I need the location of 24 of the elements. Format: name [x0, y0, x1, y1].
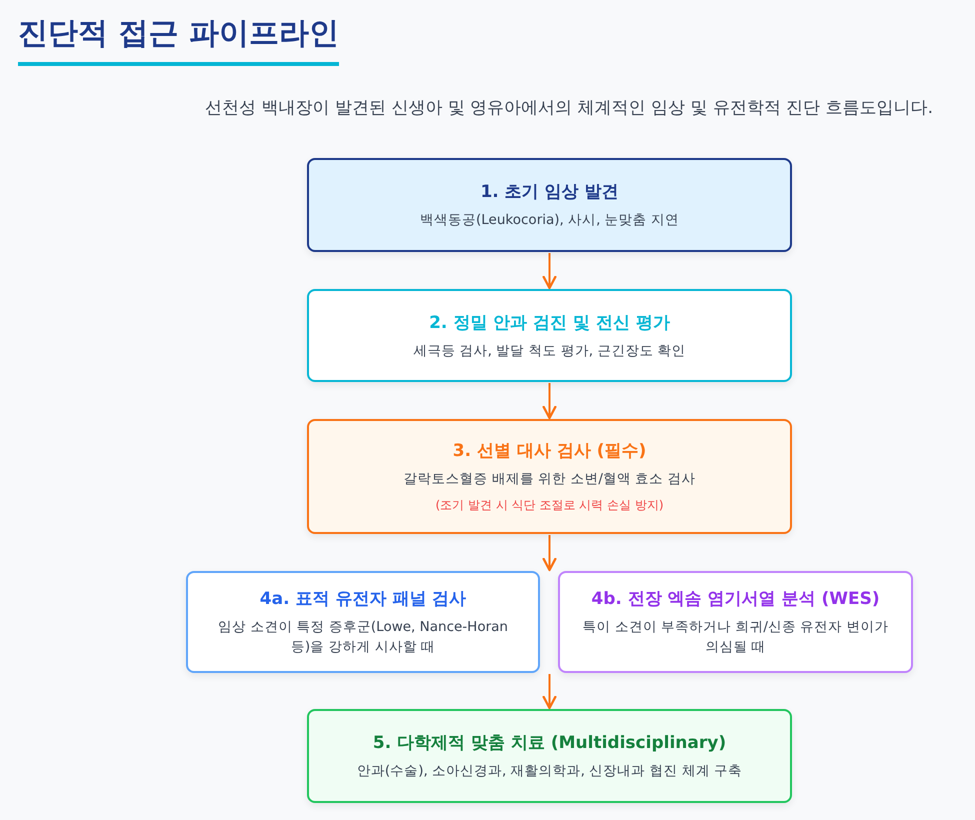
step-title: 2. 정밀 안과 검진 및 전신 평가	[429, 312, 670, 334]
step-description: 특이 소견이 부족하거나 희귀/신종 유전자 변이가 의심될 때	[581, 618, 890, 657]
step-title: 4b. 전장 엑솜 염기서열 분석 (WES)	[591, 588, 880, 611]
arrow	[542, 253, 556, 290]
step-description: 갈락토스혈증 배제를 위한 소변/혈액 효소 검사	[403, 470, 696, 488]
process-box	[186, 571, 540, 673]
step-note: (조기 발견 시 식단 조절로 시력 손실 방지)	[435, 496, 664, 514]
step-title: 3. 선별 대사 검사 (필수)	[452, 440, 646, 462]
arrow	[542, 535, 556, 572]
process-box	[307, 158, 792, 252]
subtitle: 선천성 백내장이 발견된 신생아 및 영유아에서의 체계적인 임상 및 유전학적 진단 흐름도입니다.	[205, 97, 933, 120]
step-description: 세극등 검사, 발달 척도 평가, 근긴장도 확인	[413, 342, 686, 360]
step-description: 안과(수술), 소아신경과, 재활의학과, 신장내과 협진 체계 구축	[356, 762, 742, 781]
process-box	[307, 419, 792, 534]
step-description: 임상 소견이 특정 증후군(Lowe, Nance-Horan 등)을 강하게 시사할 때	[217, 618, 509, 657]
process-box	[558, 571, 913, 673]
page-title: 진단적 접근 파이프라인	[18, 12, 339, 66]
step-title: 5. 다학제적 맞춤 치료 (Multidisciplinary)	[372, 732, 726, 755]
step-title: 1. 초기 임상 발견	[480, 181, 619, 204]
arrow	[542, 383, 556, 420]
step-title: 4a. 표적 유전자 패널 검사	[260, 588, 466, 611]
process-box	[307, 289, 792, 382]
process-box	[307, 709, 792, 803]
step-description: 백색동공(Leukocoria), 사시, 눈맞춤 지연	[420, 211, 679, 230]
